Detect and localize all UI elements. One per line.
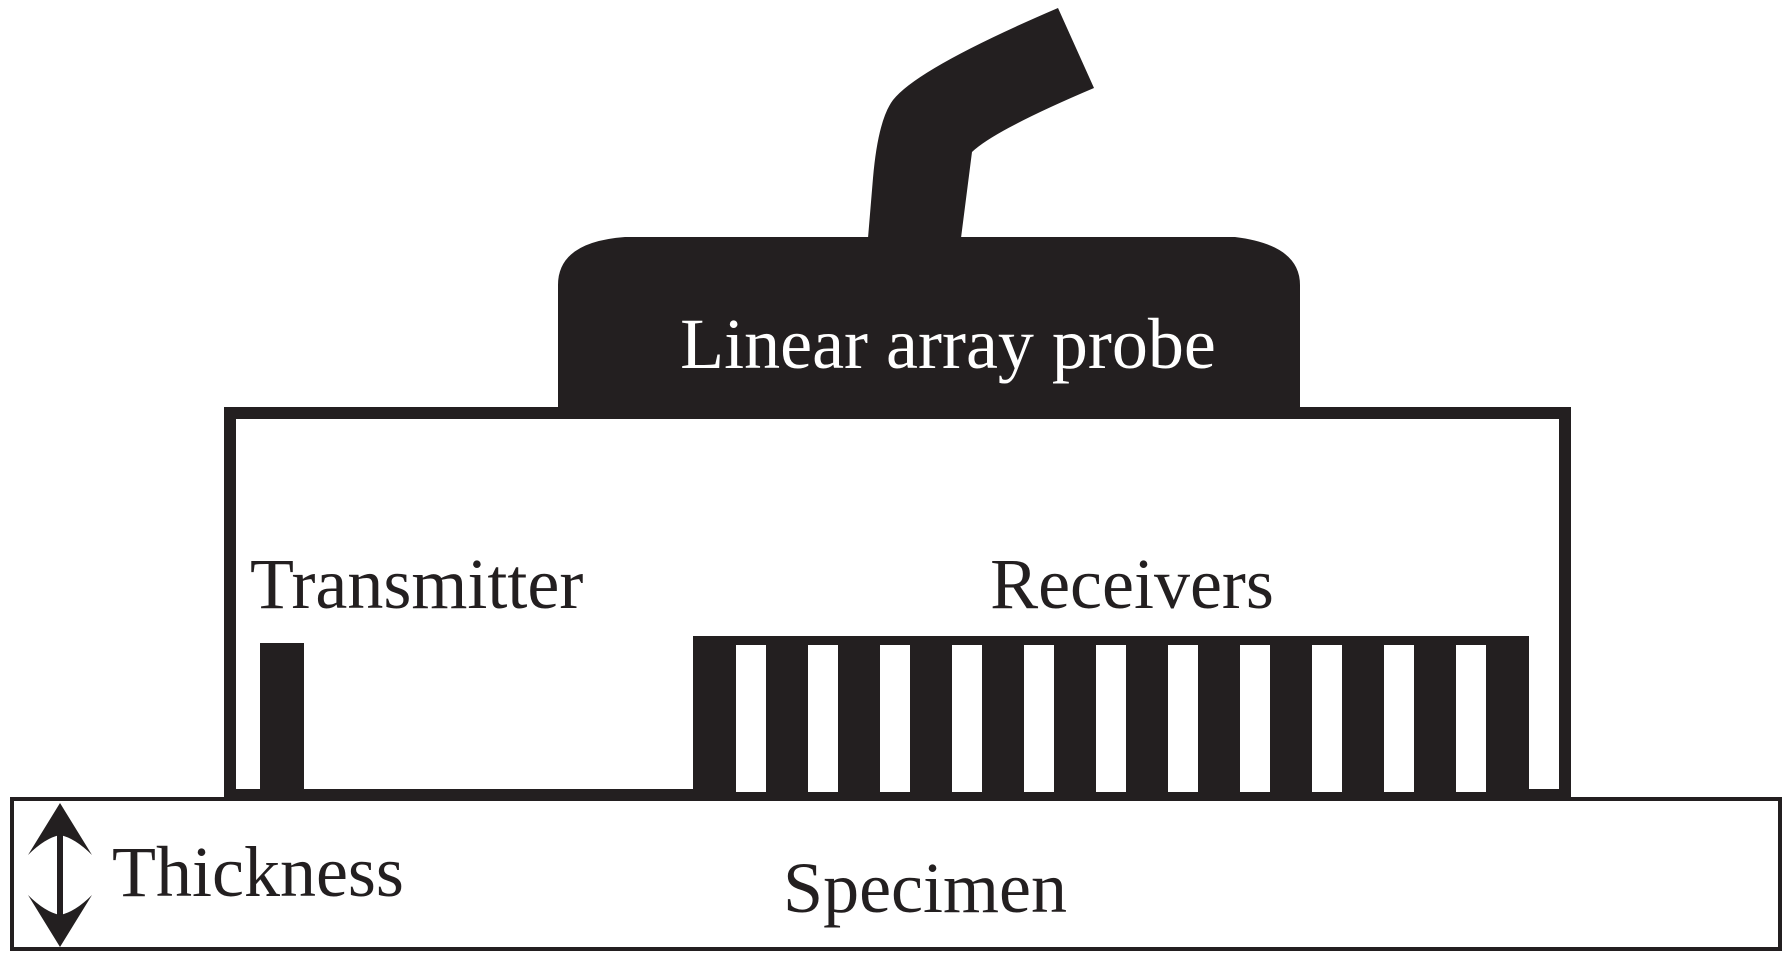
- receiver-gap: [1096, 645, 1126, 792]
- receiver-gap: [1168, 645, 1198, 792]
- thickness-label: Thickness: [112, 832, 404, 912]
- receivers-label: Receivers: [990, 544, 1274, 624]
- receiver-gap: [1240, 645, 1270, 792]
- thickness-arrow-down-head: [28, 895, 92, 947]
- thickness-arrow: [28, 803, 92, 947]
- probe-label: Linear array probe: [680, 304, 1216, 384]
- receiver-gap: [1312, 645, 1342, 792]
- receiver-gap: [1456, 645, 1486, 792]
- specimen-label: Specimen: [783, 848, 1067, 928]
- receiver-gap: [1384, 645, 1414, 792]
- transmitter-label: Transmitter: [250, 544, 583, 624]
- receiver-gap: [808, 645, 838, 792]
- probe-cable: [868, 8, 1094, 238]
- transmitter-element: [260, 643, 304, 793]
- receiver-gaps: [736, 645, 1486, 792]
- thickness-arrow-up-head: [28, 803, 92, 855]
- receiver-gap: [736, 645, 766, 792]
- probe-head: [558, 237, 1300, 408]
- receiver-gap: [1024, 645, 1054, 792]
- specimen-plate: [10, 797, 1782, 951]
- receiver-gap: [880, 645, 910, 792]
- receiver-gap: [952, 645, 982, 792]
